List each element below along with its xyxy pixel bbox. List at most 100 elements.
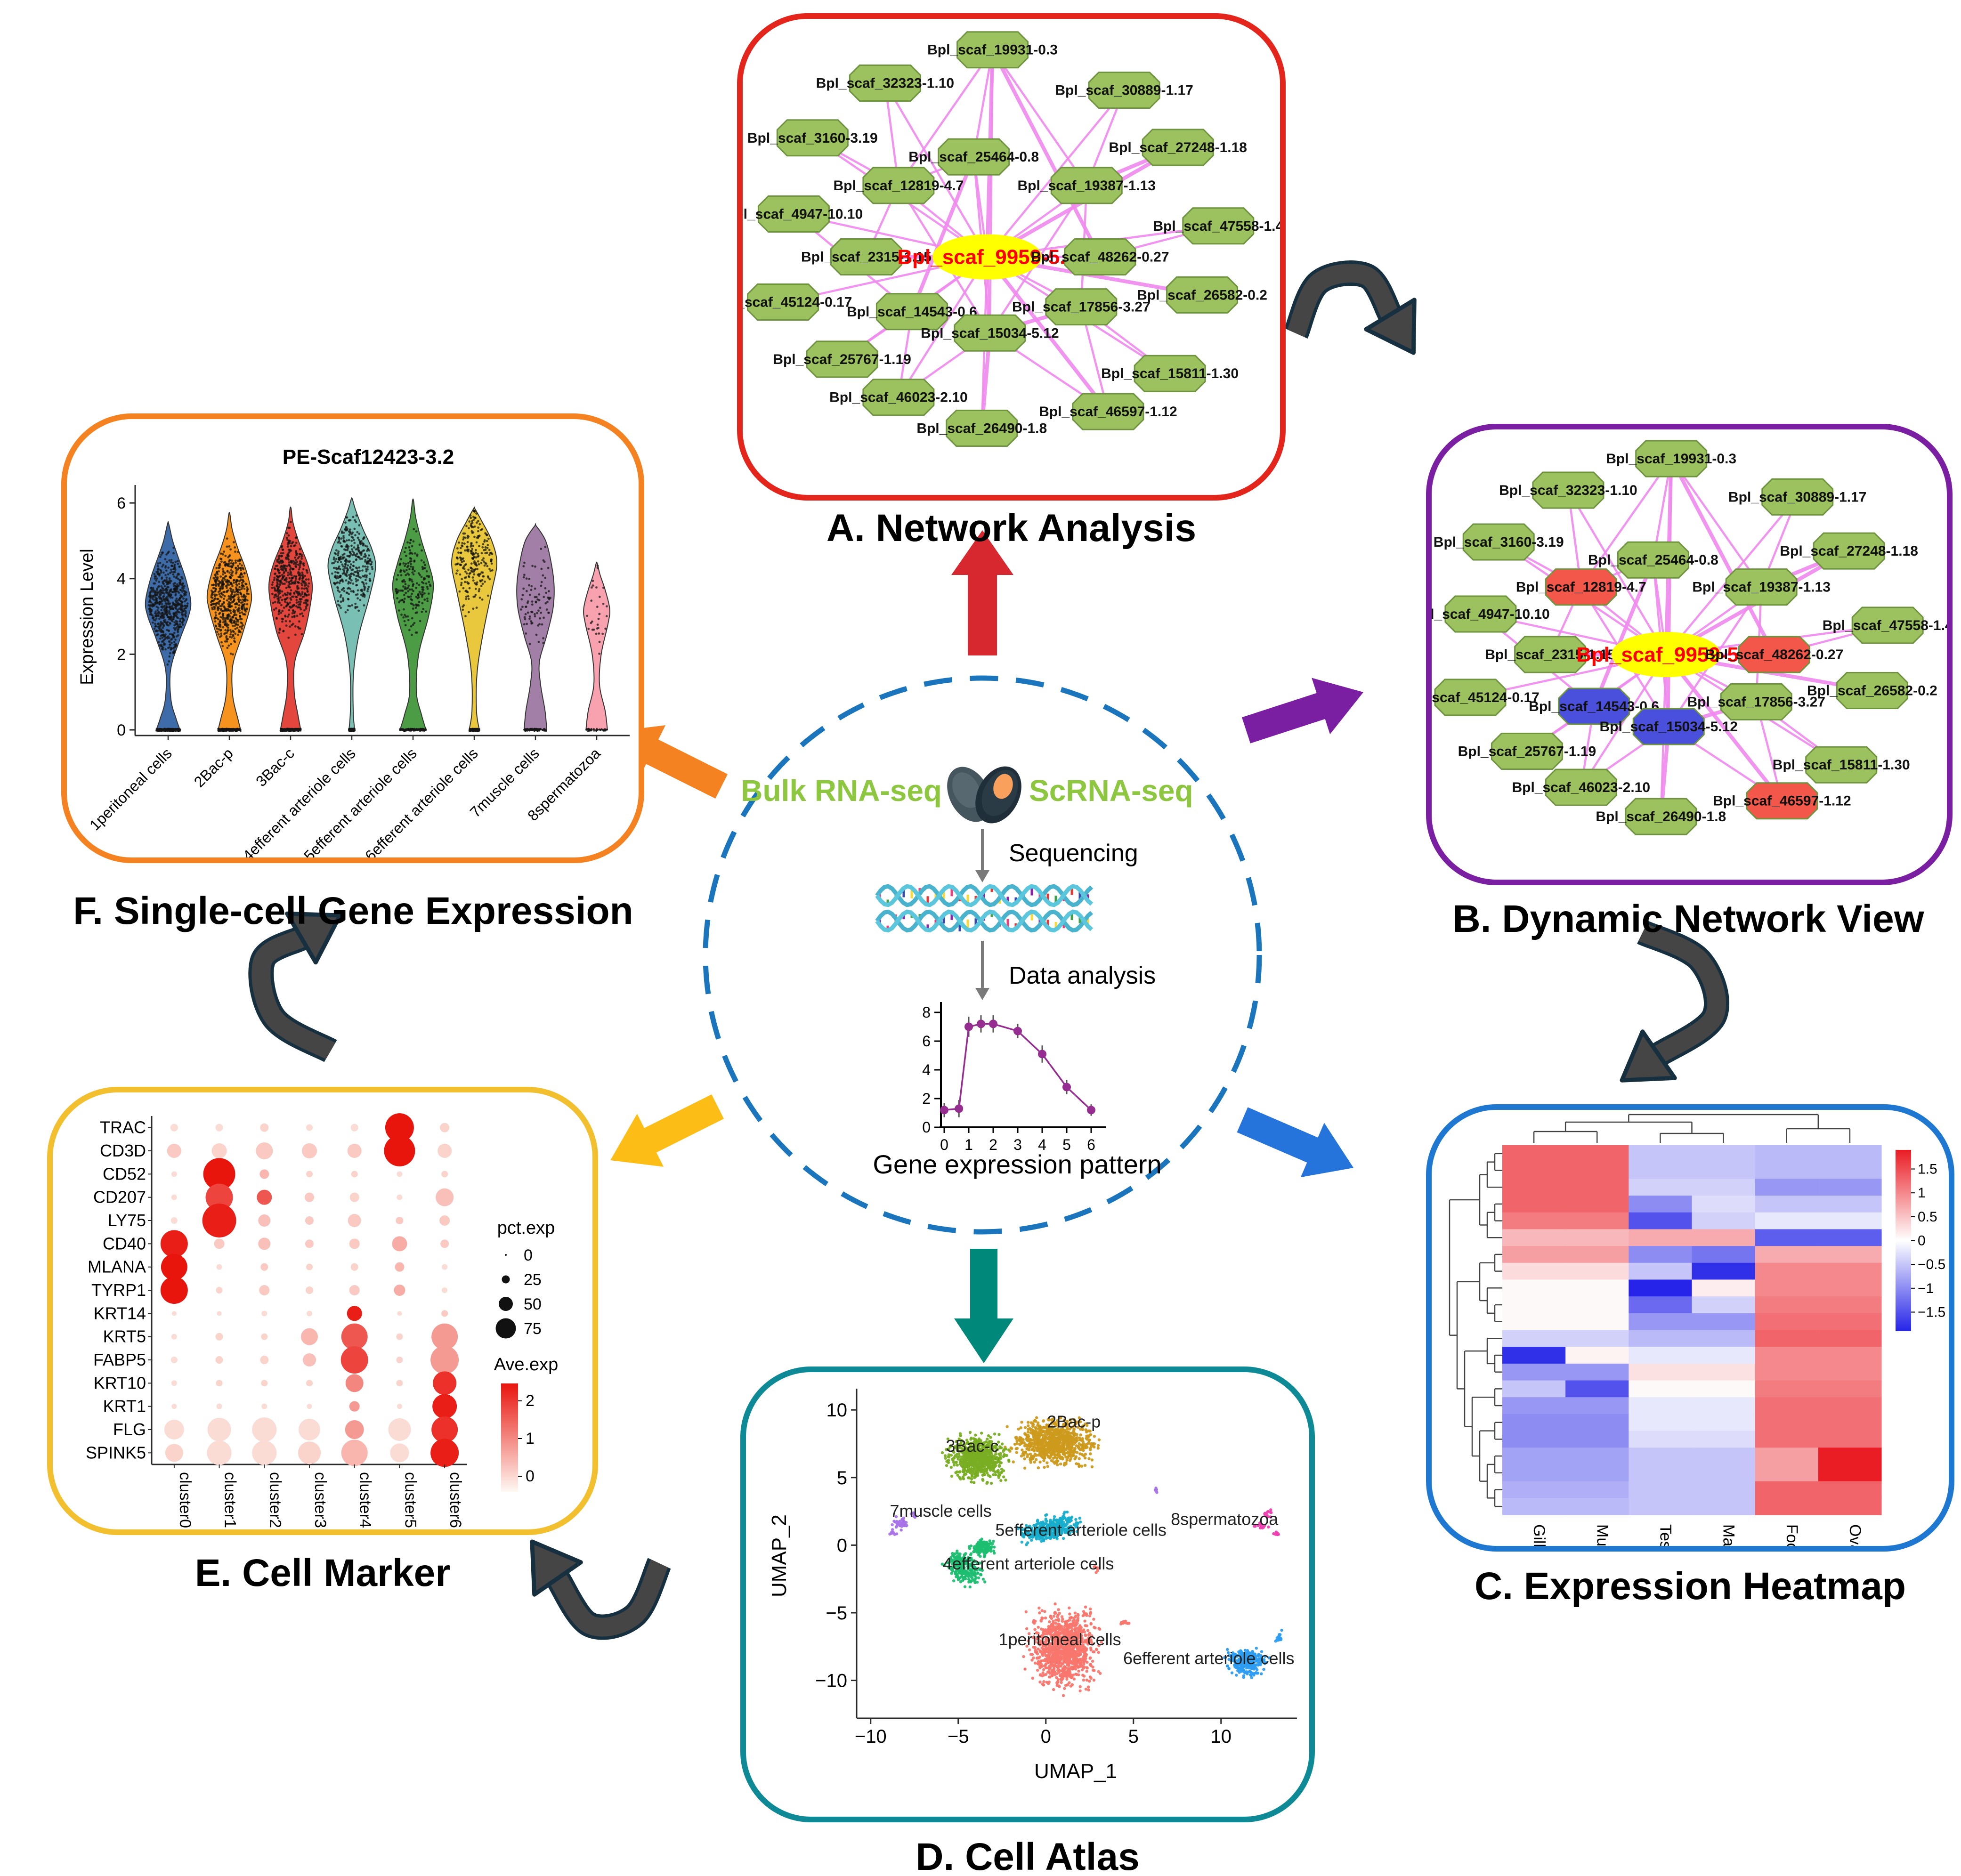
svg-text:Bpl_scaf_2315-1.15: Bpl_scaf_2315-1.15: [1485, 647, 1615, 663]
dotplot-dot: [171, 1404, 177, 1409]
svg-text:cluster1: cluster1: [221, 1472, 239, 1528]
heatmap-cell: [1818, 1262, 1882, 1280]
mussel-icon: [947, 766, 1021, 824]
svg-text:Bpl_scaf_15034-5.12: Bpl_scaf_15034-5.12: [921, 325, 1059, 341]
heatmap-cell: [1692, 1347, 1756, 1364]
dotplot-dot: [345, 1374, 364, 1392]
svg-text:cluster4: cluster4: [357, 1472, 374, 1528]
dotplot-dot: [430, 1346, 459, 1374]
heatmap-cell: [1692, 1363, 1756, 1381]
svg-text:4: 4: [117, 570, 126, 588]
svg-text:cluster0: cluster0: [176, 1472, 194, 1528]
heatmap-cell: [1692, 1179, 1756, 1196]
svg-text:UMAP_1: UMAP_1: [1034, 1760, 1117, 1783]
heatmap-cell: [1692, 1313, 1756, 1331]
svg-text:Bpl_scaf_14543-0.6: Bpl_scaf_14543-0.6: [1529, 699, 1659, 714]
network-edge: [991, 49, 1102, 258]
dotplot-dot: [305, 1239, 314, 1248]
svg-text:Bpl_scaf_12819-4.7: Bpl_scaf_12819-4.7: [1516, 580, 1646, 595]
svg-text:Bpl_scaf_19387-1.13: Bpl_scaf_19387-1.13: [1017, 178, 1156, 194]
dotplot-dot: [164, 1420, 184, 1439]
svg-text:Bpl_scaf_27248-1.18: Bpl_scaf_27248-1.18: [1780, 543, 1918, 559]
dotplot-dot: [302, 1143, 317, 1158]
network-edge: [986, 256, 1110, 413]
heatmap-cell: [1629, 1262, 1693, 1280]
dotplot-dot: [349, 1285, 360, 1295]
dotplot-dot: [217, 1311, 222, 1316]
network-node: [1545, 768, 1617, 806]
svg-text:Bpl_scaf_17856-3.27: Bpl_scaf_17856-3.27: [1012, 299, 1151, 315]
heatmap-cell: [1818, 1279, 1882, 1297]
heatmap-cell: [1565, 1196, 1629, 1213]
svg-text:8spermatozoa: 8spermatozoa: [1171, 1509, 1279, 1528]
dotplot-dot: [396, 1380, 403, 1387]
svg-text:Bpl_scaf_47558-1.4: Bpl_scaf_47558-1.4: [1823, 618, 1947, 633]
svg-text:1: 1: [964, 1136, 973, 1153]
hub-node: [1611, 632, 1721, 677]
svg-text:KRT10: KRT10: [94, 1373, 146, 1392]
heatmap-cell: [1755, 1279, 1819, 1297]
heatmap-cell: [1565, 1414, 1629, 1431]
dotplot-dot: [397, 1404, 402, 1409]
heatmap-cell: [1629, 1162, 1693, 1179]
heatmap-cell: [1629, 1447, 1693, 1465]
dotplot-dot: [390, 1443, 409, 1463]
svg-text:Bpl_scaf_46597-1.12: Bpl_scaf_46597-1.12: [1713, 793, 1851, 809]
heatmap-cell: [1818, 1447, 1882, 1465]
panel-b-title: B. Dynamic Network View: [1452, 898, 1924, 940]
heatmap-cell: [1818, 1498, 1882, 1515]
heatmap-cell: [1755, 1447, 1819, 1465]
dotplot-dot: [170, 1124, 178, 1132]
svg-text:FABP5: FABP5: [93, 1350, 146, 1369]
svg-text:pct.exp: pct.exp: [497, 1218, 555, 1238]
svg-text:FLG: FLG: [113, 1420, 146, 1439]
heatmap-cell: [1629, 1431, 1693, 1448]
svg-text:Testis: Testis: [1656, 1524, 1674, 1546]
svg-text:Ovary: Ovary: [1846, 1524, 1864, 1546]
dotplot-dot: [442, 1287, 448, 1293]
dotplot-dot: [258, 1214, 271, 1227]
heatmap-cell: [1565, 1498, 1629, 1515]
dotplot-dot: [431, 1323, 458, 1350]
svg-text:UMAP_2: UMAP_2: [768, 1514, 791, 1597]
violin-shape: [392, 498, 434, 730]
network-node: [1720, 683, 1792, 720]
heatmap-cell: [1755, 1196, 1819, 1213]
svg-text:Bpl_scaf_46023-2.10: Bpl_scaf_46023-2.10: [1512, 780, 1650, 795]
network-node: [1746, 782, 1818, 820]
dotplot-dot: [433, 1371, 457, 1395]
heatmap-cell: [1565, 1464, 1629, 1482]
svg-text:Bpl_scaf_26490-1.8: Bpl_scaf_26490-1.8: [916, 420, 1047, 436]
svg-text:cluster5: cluster5: [401, 1472, 419, 1528]
dotplot-dot: [261, 1380, 268, 1387]
svg-text:cluster3: cluster3: [311, 1472, 329, 1528]
svg-text:Bpl_scaf_45124-0.17: Bpl_scaf_45124-0.17: [1432, 690, 1540, 705]
svg-text:CD52: CD52: [103, 1164, 146, 1183]
network-node: [938, 138, 1010, 176]
data-analysis-step-label: Data analysis: [1009, 962, 1156, 989]
network-node: [849, 64, 921, 102]
dotplot-dot: [305, 1192, 314, 1202]
dotplot-dot: [215, 1124, 223, 1132]
svg-text:−1: −1: [1918, 1281, 1934, 1296]
dotplot-dot: [395, 1262, 405, 1272]
dotplot-dot: [349, 1238, 360, 1249]
svg-text:−5: −5: [948, 1726, 969, 1747]
svg-text:5: 5: [1128, 1726, 1139, 1747]
panel-a-title: A. Network Analysis: [826, 507, 1197, 550]
svg-text:−5: −5: [826, 1603, 847, 1624]
svg-text:Bpl_scaf_19387-1.13: Bpl_scaf_19387-1.13: [1692, 580, 1831, 595]
heatmap-cell: [1692, 1279, 1756, 1297]
heatmap-cell: [1818, 1229, 1882, 1246]
heatmap-cell: [1755, 1330, 1819, 1347]
svg-text:Mantle: Mantle: [1720, 1524, 1738, 1546]
bulk-rnaseq-label: Bulk RNA-seq: [741, 774, 942, 808]
heatmap-cell: [1629, 1363, 1693, 1381]
heatmap-cell: [1629, 1246, 1693, 1263]
svg-text:MLANA: MLANA: [88, 1257, 146, 1277]
dotplot-dot: [430, 1439, 459, 1467]
